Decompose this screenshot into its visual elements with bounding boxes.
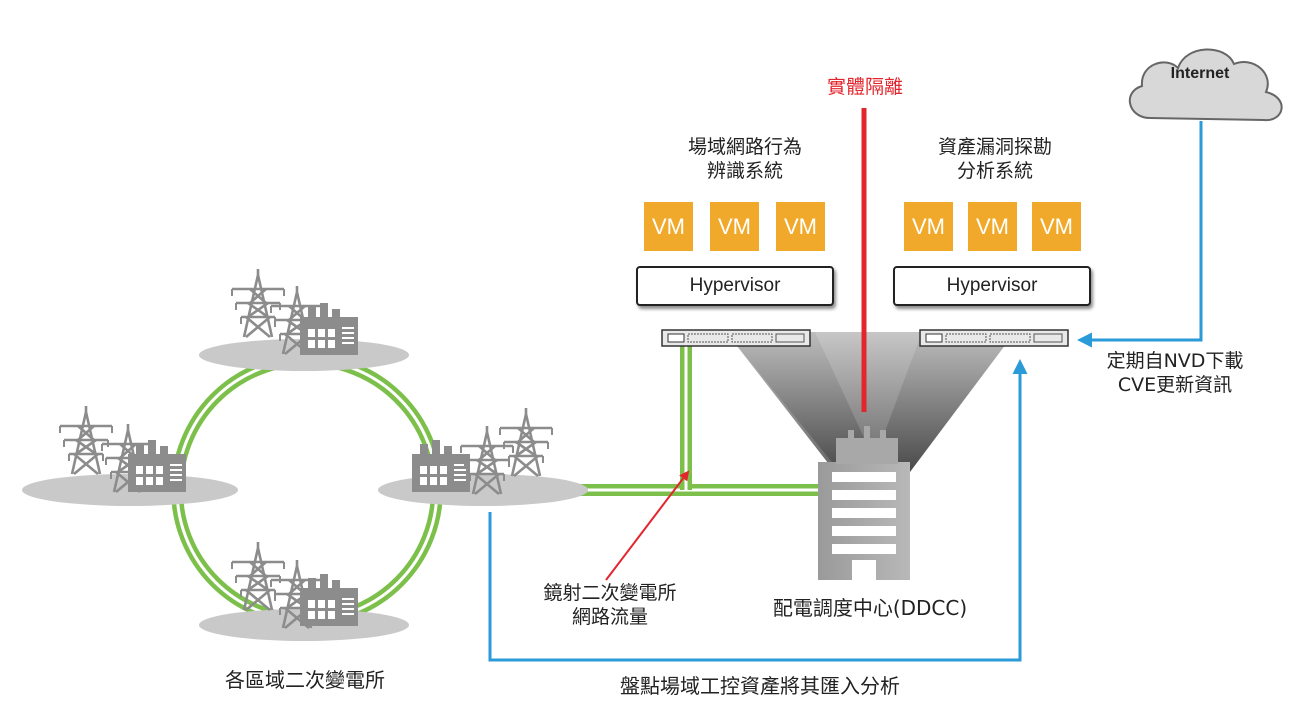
mirror-arrow [605,470,690,581]
ddcc-label: 配電調度中心(DDCC) [772,596,968,620]
inventory-label: 盤點場域工控資產將其匯入分析 [620,674,900,698]
substation-bottom [199,540,409,641]
nvd-caption-line1: 定期自NVD下載 [1106,350,1244,372]
vm-box: VM [904,202,953,251]
vm-box: VM [776,202,825,251]
vm-box: VM [968,202,1017,251]
inventory-loop [488,359,1028,662]
funnel [726,332,1015,472]
nvd-caption-line2: CVE更新資訊 [1117,373,1233,396]
vm-box: VM [710,202,759,251]
physical-isolation-label: 實體隔離 [826,76,903,98]
behavior-system-line2: 辨識系統 [706,159,783,182]
ddcc-building [818,426,910,580]
substation-right [378,406,588,506]
server-vuln [919,329,1069,347]
nvd-caption: 定期自NVD下載 CVE更新資訊 [1080,350,1270,398]
hypervisor-box: Hypervisor [893,266,1091,306]
substation-top [199,267,409,371]
vm-box: VM [644,202,693,251]
server-behavior [661,329,811,347]
behavior-system-title: 場域網路行為 辨識系統 [640,136,850,184]
substation-left [22,404,238,506]
hypervisor-box: Hypervisor [636,266,834,306]
vm-box: VM [1032,202,1081,251]
substations-label: 各區域二次變電所 [225,668,385,692]
mirror-caption: 鏡射二次變電所 網路流量 [515,582,705,630]
mirror-caption-line1: 鏡射二次變電所 [543,582,677,604]
vuln-system-line2: 分析系統 [956,159,1033,182]
internet-cloud-icon [1128,48,1283,122]
nvd-download-arrow [1077,121,1203,348]
vuln-system-title: 資產漏洞探勘 分析系統 [890,136,1100,184]
vuln-system-line1: 資產漏洞探勘 [937,136,1052,158]
internet-label: Internet [1170,65,1230,82]
mirror-caption-line2: 網路流量 [571,605,648,628]
behavior-system-line1: 場域網路行為 [687,136,802,158]
